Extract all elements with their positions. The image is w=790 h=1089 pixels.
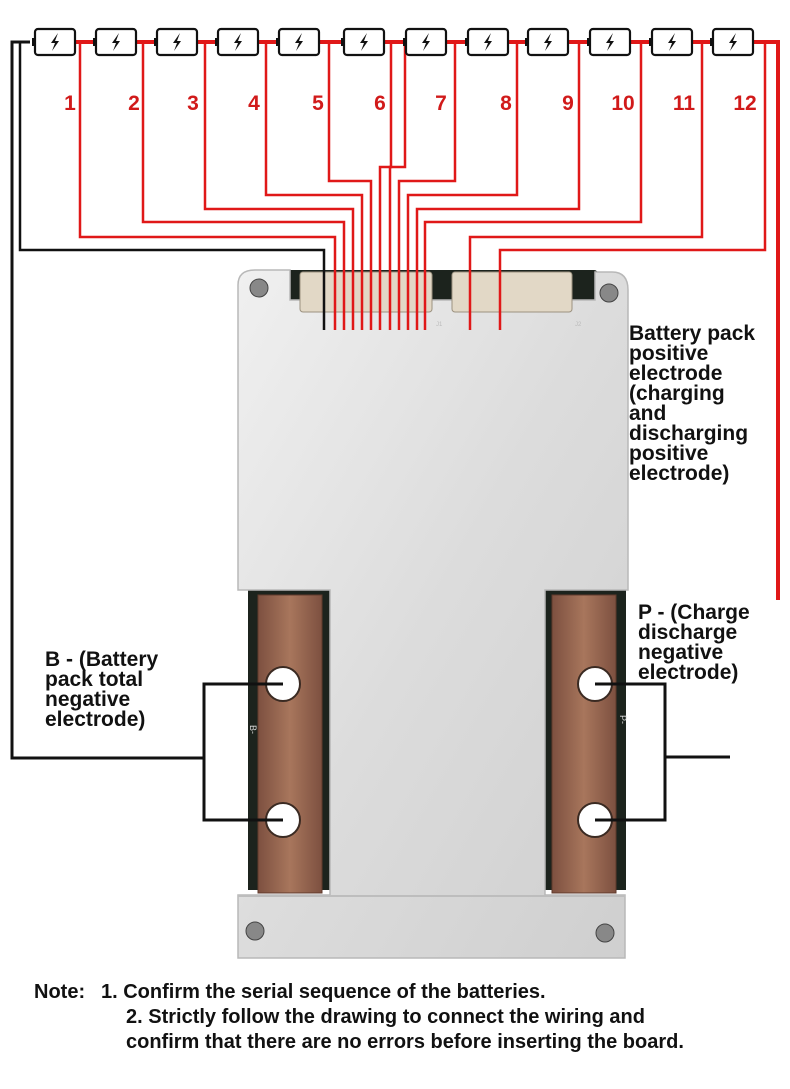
note-line-2: 2. Strictly follow the drawing to connec… <box>126 1006 645 1028</box>
p-minus-terminal-wire <box>595 682 667 822</box>
battery-terminal <box>587 38 590 46</box>
balance-wire-1 <box>78 42 337 330</box>
battery-terminal <box>32 38 35 46</box>
battery-cell-4 <box>215 27 260 57</box>
balance-wire-5 <box>327 42 373 330</box>
pack-positive-wire <box>770 40 780 600</box>
battery-cell-5 <box>276 27 321 57</box>
battery-lightning-icon <box>360 33 368 51</box>
connector-j1-label: J1 <box>436 322 443 328</box>
battery-cell-2 <box>93 27 138 57</box>
balance-wire-12 <box>468 42 704 330</box>
battery-lightning-icon <box>295 33 303 51</box>
pad-p-label: P- <box>618 715 628 724</box>
battery-cell-8 <box>465 27 510 57</box>
power-wires <box>10 40 730 822</box>
balance-wire-13 <box>498 42 767 330</box>
b-minus-main-wire <box>10 40 204 760</box>
balance-wire-4 <box>264 42 364 330</box>
battery-cell-12 <box>710 27 755 57</box>
balance-wire-10 <box>415 42 581 330</box>
balance-wire-8 <box>397 42 457 330</box>
battery-lightning-icon <box>234 33 242 51</box>
battery-cell-11 <box>649 27 694 57</box>
battery-cell-6 <box>341 27 386 57</box>
battery-terminal <box>154 38 157 46</box>
cell-number-10: 10 <box>611 92 635 115</box>
connector-j2 <box>451 271 573 313</box>
battery-lightning-icon <box>544 33 552 51</box>
cell-number-11: 11 <box>672 92 696 115</box>
b-minus-terminal-wire <box>202 682 283 822</box>
p-minus-label: P - (Charge discharge negative electrode… <box>638 601 750 684</box>
cell-number-12: 12 <box>733 92 757 115</box>
copper-bars: B- P- <box>248 594 628 894</box>
screw-bottom-right <box>595 923 615 943</box>
battery-cell-1 <box>32 27 77 57</box>
cell-number-7: 7 <box>435 92 447 115</box>
battery-lightning-icon <box>668 33 676 51</box>
cell-number-1: 1 <box>64 92 76 115</box>
battery-cell-9 <box>525 27 570 57</box>
battery-lightning-icon <box>173 33 181 51</box>
cell-number-4: 4 <box>248 92 260 115</box>
positive-electrode-label: Battery pack positive electrode (chargin… <box>629 322 756 485</box>
connector-j1 <box>299 271 433 313</box>
battery-lightning-icon <box>51 33 59 51</box>
battery-terminal <box>525 38 528 46</box>
battery-lightning-icon <box>729 33 737 51</box>
balance-wire-7 <box>388 42 407 330</box>
balance-wire-3 <box>203 42 355 330</box>
battery-terminal <box>93 38 96 46</box>
balance-wire-11 <box>423 42 643 330</box>
battery-lightning-icon <box>112 33 120 51</box>
screw-top-left <box>249 278 269 298</box>
battery-terminal <box>403 38 406 46</box>
battery-terminal <box>710 38 713 46</box>
cell-number-9: 9 <box>562 92 574 115</box>
battery-cell-7 <box>403 27 448 57</box>
note-line-3: confirm that there are no errors before … <box>126 1031 684 1053</box>
screw-bottom-left <box>245 921 265 941</box>
screw-top-right <box>599 283 619 303</box>
battery-cell-3 <box>154 27 199 57</box>
balance-wire-2 <box>141 42 346 330</box>
note-prefix: Note: <box>34 981 86 1003</box>
cell-number-5: 5 <box>312 92 324 115</box>
battery-cell-10 <box>587 27 632 57</box>
battery-lightning-icon <box>484 33 492 51</box>
battery-terminal <box>465 38 468 46</box>
cell-number-3: 3 <box>187 92 199 115</box>
battery-terminal <box>649 38 652 46</box>
battery-lightning-icon <box>606 33 614 51</box>
battery-lightning-icon <box>422 33 430 51</box>
balance-wire-9 <box>406 42 519 330</box>
cell-number-2: 2 <box>128 92 140 115</box>
battery-terminal <box>276 38 279 46</box>
cell-number-8: 8 <box>500 92 512 115</box>
battery-terminal <box>215 38 218 46</box>
b-minus-label: B - (Battery pack total negative electro… <box>45 648 159 731</box>
pad-b-label: B- <box>248 725 258 734</box>
copper-bar-p <box>551 594 617 894</box>
connector-j2-label: J2 <box>575 322 582 328</box>
heatsink <box>237 269 629 959</box>
cell-number-6: 6 <box>374 92 386 115</box>
note-line-1: 1. Confirm the serial sequence of the ba… <box>101 981 546 1003</box>
screws <box>245 278 619 943</box>
battery-cells <box>32 27 755 57</box>
balance-wire-6 <box>378 42 393 330</box>
copper-bar-b <box>257 594 323 894</box>
battery-terminal <box>341 38 344 46</box>
